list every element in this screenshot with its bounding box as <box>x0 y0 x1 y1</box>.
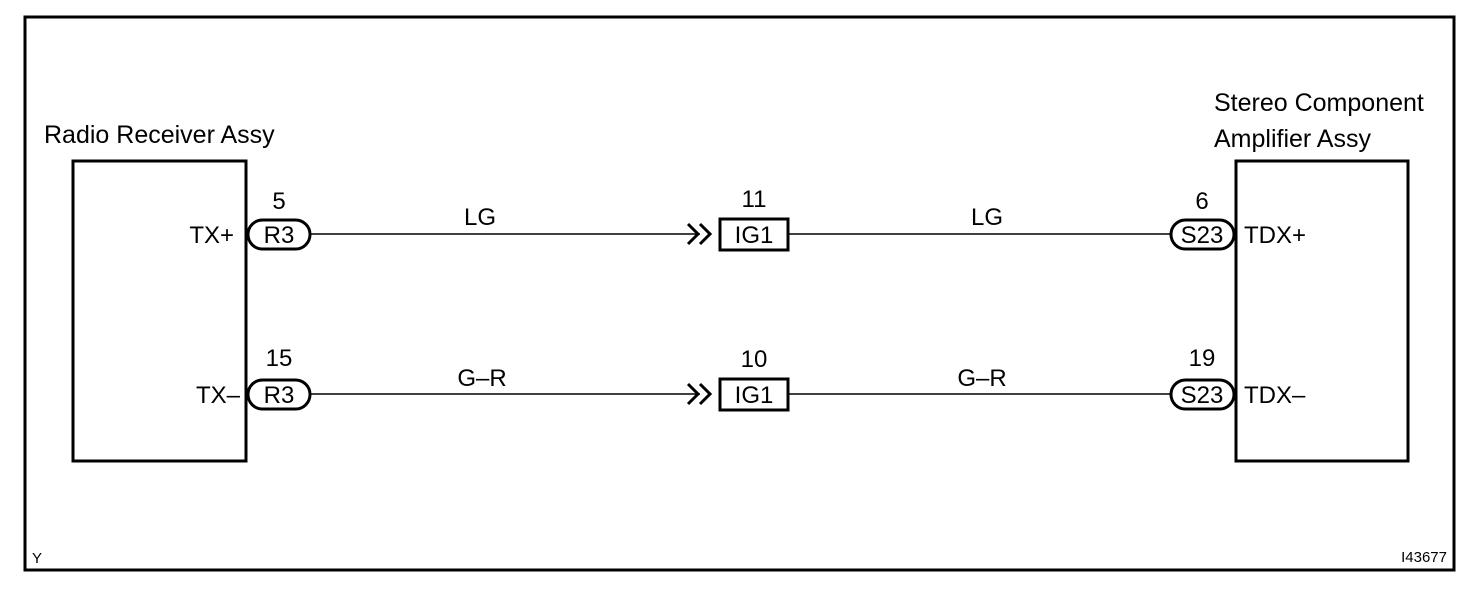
right-pin-number: 6 <box>1195 188 1208 215</box>
right-connector-code: S23 <box>1181 222 1224 249</box>
connector-chevron-icon <box>686 382 713 406</box>
junction-pin-number: 11 <box>742 186 767 213</box>
junction-pin-number: 10 <box>741 346 768 373</box>
junction-connector-code: IG1 <box>735 222 774 249</box>
wire-color-label: LG <box>971 204 1003 231</box>
circuit-row: TX– 15 R3 G–R 10 IG1 G–R 19 S23 TDX– <box>196 345 1306 412</box>
left-pin-number: 5 <box>272 188 285 215</box>
left-pin-number: 15 <box>266 345 293 372</box>
left-pin-label: TX– <box>196 382 241 409</box>
connector-chevron-icon <box>686 222 713 246</box>
wire-color-label: G–R <box>457 365 506 392</box>
right-connector-pill <box>1169 218 1236 251</box>
diagram-frame <box>23 15 1456 572</box>
radio-receiver-title: Radio Receiver Assy <box>44 121 275 149</box>
amplifier-box <box>1234 159 1410 463</box>
radio-receiver-box <box>71 159 248 463</box>
right-connector-pill <box>1169 378 1236 411</box>
left-connector-code: R3 <box>264 222 295 249</box>
left-pin-label: TX+ <box>189 222 234 249</box>
right-pin-label: TDX– <box>1244 382 1306 409</box>
amplifier-title-line2: Amplifier Assy <box>1214 125 1371 153</box>
wire-color-label: G–R <box>957 365 1006 392</box>
right-pin-number: 19 <box>1189 345 1216 372</box>
circuit-row: TX+ 5 R3 LG 11 IG1 LG 6 S23 TDX+ <box>189 186 1306 252</box>
junction-connector-code: IG1 <box>735 382 774 409</box>
corner-mark: Y <box>32 550 42 567</box>
junction-connector-box <box>718 217 790 252</box>
amplifier-title-line1: Stereo Component <box>1214 89 1424 117</box>
figure-id: I43677 <box>1401 549 1447 566</box>
right-pin-label: TDX+ <box>1244 222 1306 249</box>
right-connector-code: S23 <box>1181 382 1224 409</box>
wire-color-label: LG <box>464 204 496 231</box>
left-connector-code: R3 <box>264 382 295 409</box>
